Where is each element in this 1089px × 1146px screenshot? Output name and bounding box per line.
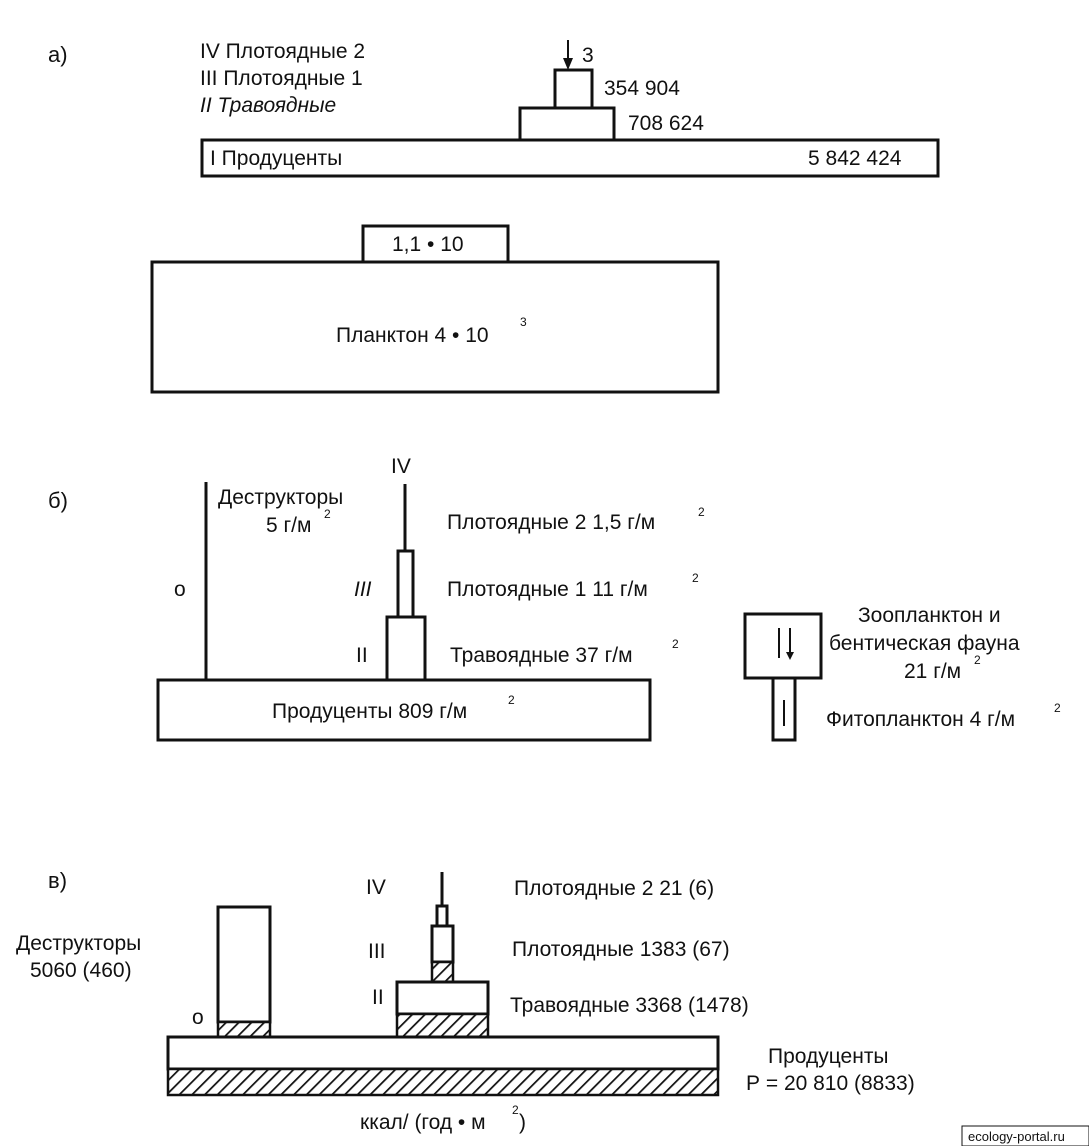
- producers-bar-b: [156, 678, 652, 742]
- section-b: б) Деструкторы 5 г/м 2 о IV III II Плото…: [48, 455, 1061, 742]
- top-level-value: 3: [582, 44, 594, 67]
- destructors-exponent: 2: [324, 507, 331, 521]
- carnivores-2-label-c: Плотоядные 2 21 (6): [514, 877, 714, 900]
- carnivores-2-label: Плотоядные 2 1,5 г/м: [447, 511, 655, 534]
- carnivores-2-column-c: [435, 904, 449, 928]
- zooplankton-exponent-b: 2: [974, 653, 981, 667]
- level-o-label: о: [174, 578, 186, 601]
- section-b-label: б): [48, 488, 68, 513]
- legend-carnivores-1: III Плотоядные 1: [200, 67, 363, 90]
- carnivores-2-exponent: 2: [698, 505, 705, 519]
- destructors-column: [216, 905, 272, 1024]
- producers-value-c: Р = 20 810 (8833): [746, 1072, 915, 1095]
- section-a: а) IV Плотоядные 2 III Плотоядные 1 II Т…: [48, 40, 940, 394]
- destructors-column-hatch: [216, 1020, 272, 1039]
- watermark: ecology-portal.ru: [968, 1129, 1065, 1144]
- level-iv-label: IV: [391, 455, 411, 478]
- herbivores-exponent: 2: [672, 637, 679, 651]
- producers-label-b: Продуценты 809 г/м: [272, 700, 467, 723]
- units-label: ккал/ (год • м: [360, 1111, 486, 1134]
- watermark-box: [961, 1125, 1089, 1146]
- level-iii-label: III: [354, 578, 372, 601]
- top-level-arrowhead: [563, 58, 573, 70]
- herbivores-label-c: Травоядные 3368 (1478): [510, 994, 749, 1017]
- carnivores-1-column-c: [430, 924, 455, 964]
- zooplankton-value-b: 21 г/м: [904, 660, 961, 683]
- zooplankton-bar: [361, 224, 510, 264]
- legend-herbivores: II Травоядные: [200, 94, 336, 117]
- zooplankton-arrowhead: [786, 652, 794, 660]
- producers-bar-c-hatch: [166, 1067, 720, 1097]
- herbivores-label: Травоядные 37 г/м: [450, 644, 633, 667]
- level-iv-label-c: IV: [366, 876, 386, 899]
- units-exponent: 2: [512, 1103, 519, 1117]
- destructors-label-c: Деструкторы: [16, 932, 141, 955]
- level-ii-label: II: [356, 644, 368, 667]
- producers-label-c: Продуценты: [768, 1045, 889, 1068]
- carnivores-1-exponent: 2: [692, 571, 699, 585]
- plankton-bar: [150, 260, 720, 394]
- herbivores-value: 708 624: [628, 112, 704, 135]
- carnivores-1-column: [396, 549, 415, 619]
- carnivores-1-label-c: Плотоядные 1383 (67): [512, 938, 730, 961]
- phytoplankton-exponent: 2: [1054, 701, 1061, 715]
- section-c-label: в): [48, 868, 67, 893]
- level-ii-label-c: II: [372, 986, 384, 1009]
- herbivores-column-c: [395, 980, 490, 1016]
- producers-bar: [200, 138, 940, 178]
- producers-bar-c: [166, 1035, 720, 1071]
- plankton-label: Планктон 4 • 10: [336, 324, 489, 347]
- zooplankton-label-line2: бентическая фауна: [829, 632, 1020, 655]
- carnivores-1-label: Плотоядные 1 11 г/м: [447, 578, 648, 601]
- level-iii-label-c: III: [368, 940, 386, 963]
- plankton-exponent: 3: [520, 315, 527, 329]
- herbivores-column-c-hatch: [395, 1012, 490, 1039]
- zooplankton-label-line1: Зоопланктон и: [858, 604, 1001, 627]
- producers-label: I Продуценты: [210, 147, 342, 170]
- zooplankton-value: 1,1 • 10: [392, 233, 464, 256]
- destructors-value-c: 5060 (460): [30, 959, 132, 982]
- section-a-label: а): [48, 42, 68, 67]
- carnivores-1-column-c-hatch: [430, 960, 455, 984]
- carnivores-1-bar: [553, 68, 594, 110]
- phytoplankton-label: Фитопланктон 4 г/м: [826, 708, 1015, 731]
- destructors-label: Деструкторы: [218, 486, 343, 509]
- zooplankton-box: [743, 612, 823, 680]
- herbivores-bar: [518, 106, 616, 142]
- producers-value: 5 842 424: [808, 147, 902, 170]
- producers-exponent-b: 2: [508, 693, 515, 707]
- destructors-value: 5 г/м: [266, 514, 311, 537]
- section-c: в) Деструкторы 5060 (460) о IV III II Пл…: [16, 868, 915, 1134]
- level-o-label-c: о: [192, 1006, 204, 1029]
- legend-carnivores-2: IV Плотоядные 2: [200, 40, 365, 63]
- carnivores-1-value: 354 904: [604, 77, 680, 100]
- herbivores-column: [385, 615, 427, 682]
- units-close: ): [519, 1111, 526, 1134]
